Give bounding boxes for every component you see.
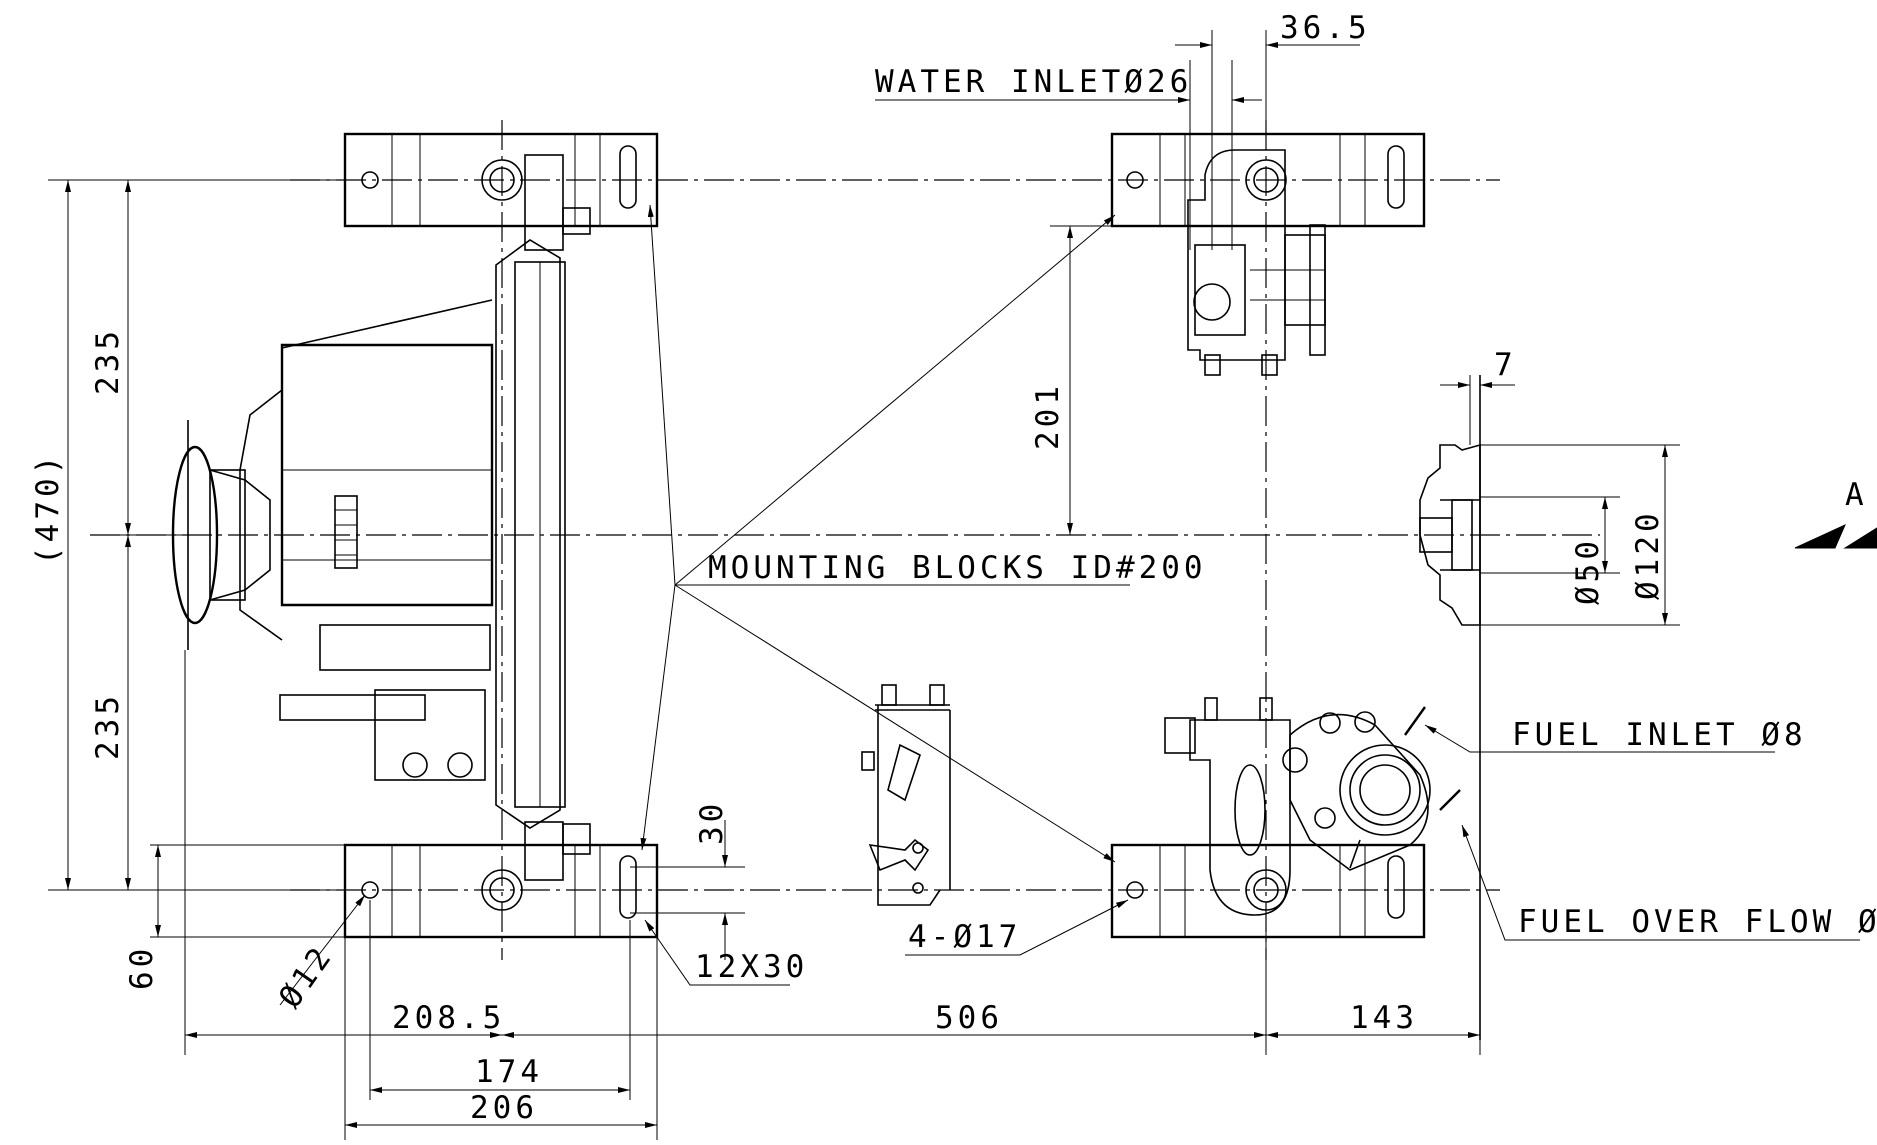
dim-60: 60 <box>124 945 160 990</box>
mount-holes-label: 4-Ø17 <box>908 919 1021 955</box>
view-a-arrow: A <box>1794 477 1877 549</box>
mounting-block-top-right <box>1110 132 1426 228</box>
dim-50: Ø50 <box>1570 537 1606 605</box>
water-pump-view <box>1187 149 1326 376</box>
dim-7: 7 <box>1494 347 1517 383</box>
dim-506: 506 <box>935 1000 1003 1036</box>
dim-120: Ø120 <box>1630 509 1666 600</box>
dim-174: 174 <box>475 1054 543 1090</box>
dim-470: (470) <box>30 452 66 565</box>
dimension-texts: 36.5 7 (470) 235 235 201 Ø50 Ø120 30 60 … <box>30 10 1666 1126</box>
fuel-pump-view <box>1164 697 1461 916</box>
fuel-inlet-label: FUEL INLET Ø8 <box>1512 717 1807 753</box>
hole-dia-label: Ø12 <box>272 938 340 1014</box>
leader-lines <box>279 99 1860 1006</box>
water-inlet-label: WATER INLETØ26 <box>875 64 1192 100</box>
dim-30: 30 <box>694 800 730 845</box>
fuel-over-flow-label: FUEL OVER FLOW Ø8 <box>1518 904 1877 940</box>
dim-208-5: 208.5 <box>392 1000 505 1036</box>
dim-235-lower: 235 <box>90 692 126 760</box>
slot-label: 12X30 <box>695 949 808 985</box>
dim-235-upper: 235 <box>90 327 126 395</box>
linkage-detail-view <box>861 684 951 906</box>
dim-143: 143 <box>1350 1000 1418 1036</box>
callouts: WATER INLETØ26 MOUNTING BLOCKS ID#200 FU… <box>272 64 1877 1015</box>
engine-side-view <box>171 154 591 911</box>
pulley-view-a <box>1419 375 1481 1040</box>
dim-36-5: 36.5 <box>1280 10 1371 46</box>
dim-201: 201 <box>1030 382 1066 450</box>
mounting-blocks-label: MOUNTING BLOCKS ID#200 <box>708 550 1207 586</box>
dimension-lines <box>48 30 1680 1140</box>
mounting-block-bottom-right <box>1110 843 1426 939</box>
mounting-block-bottom-left <box>343 843 659 939</box>
dim-206: 206 <box>470 1090 538 1126</box>
view-a-label: A <box>1845 477 1868 513</box>
